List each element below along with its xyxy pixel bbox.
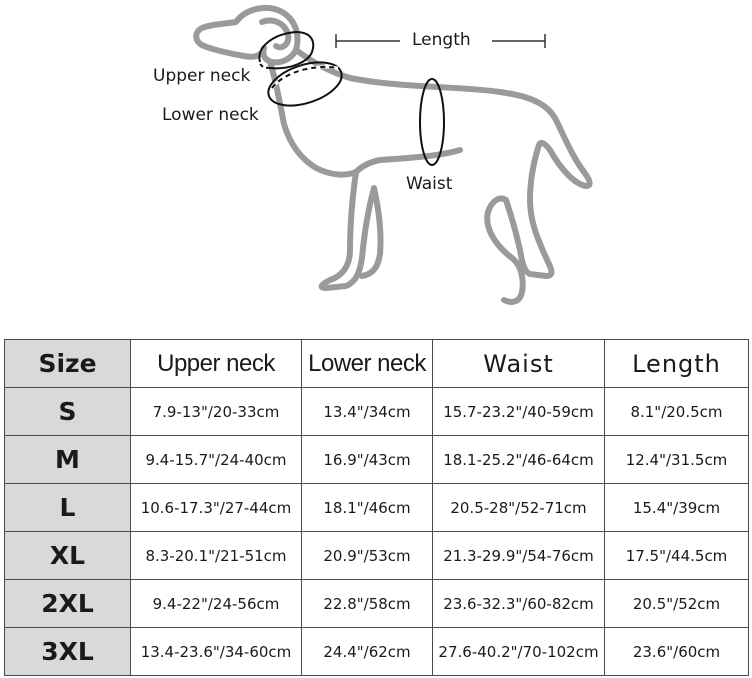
size-cell: 2XL (4, 579, 131, 628)
waist-cell: 15.7-23.2"/40-59cm (432, 387, 605, 436)
table-row: XL 8.3-20.1"/21-51cm 20.9"/53cm 21.3-29.… (4, 531, 749, 580)
length-cell: 8.1"/20.5cm (604, 387, 749, 436)
waist-cell: 18.1-25.2"/46-64cm (432, 435, 605, 484)
table-row: M 9.4-15.7"/24-40cm 16.9"/43cm 18.1-25.2… (4, 435, 749, 484)
lower-neck-label: Lower neck (162, 105, 259, 125)
size-cell: XL (4, 531, 131, 580)
table-row: L 10.6-17.3"/27-44cm 18.1"/46cm 20.5-28"… (4, 483, 749, 532)
length-cell: 17.5"/44.5cm (604, 531, 749, 580)
dog-front-leg-outline (318, 169, 384, 291)
dog-back-outline (293, 47, 593, 203)
upper-neck-cell: 7.9-13"/20-33cm (130, 387, 302, 436)
waist-cell: 27.6-40.2"/70-102cm (432, 627, 605, 676)
lower-neck-cell: 24.4"/62cm (301, 627, 433, 676)
table-header-row: Size Upper neck Lower neck Waist Length (4, 339, 749, 388)
dog-head-outline (193, 4, 301, 66)
size-cell: L (4, 483, 131, 532)
upper-neck-cell: 13.4-23.6"/34-60cm (130, 627, 302, 676)
dog-hind-leg-outline (484, 195, 555, 305)
upper-neck-label: Upper neck (153, 66, 251, 86)
waist-ring (419, 78, 445, 166)
dog-outline (193, 4, 593, 305)
table-row: 3XL 13.4-23.6"/34-60cm 24.4"/62cm 27.6-4… (4, 627, 749, 676)
upper-neck-cell: 10.6-17.3"/27-44cm (130, 483, 302, 532)
length-indicator (335, 34, 546, 48)
size-cell: 3XL (4, 627, 131, 676)
lower-neck-cell: 16.9"/43cm (301, 435, 433, 484)
waist-label: Waist (406, 174, 453, 194)
table-row: S 7.9-13"/20-33cm 13.4"/34cm 15.7-23.2"/… (4, 387, 749, 436)
waist-cell: 21.3-29.9"/54-76cm (432, 531, 605, 580)
length-cell: 15.4"/39cm (604, 483, 749, 532)
length-label: Length (412, 30, 471, 50)
size-cell: M (4, 435, 131, 484)
length-cell: 12.4"/31.5cm (604, 435, 749, 484)
upper-neck-ring (258, 30, 315, 70)
upper-neck-cell: 9.4-22"/24-56cm (130, 579, 302, 628)
size-chart-table: Size Upper neck Lower neck Waist Length … (4, 339, 749, 676)
waist-cell: 20.5-28"/52-71cm (432, 483, 605, 532)
dog-chest-outline (267, 59, 359, 178)
length-cell: 20.5"/52cm (604, 579, 749, 628)
header-lower-neck: Lower neck (301, 339, 433, 388)
length-cell: 23.6"/60cm (604, 627, 749, 676)
upper-neck-cell: 8.3-20.1"/21-51cm (130, 531, 302, 580)
lower-neck-cell: 20.9"/53cm (301, 531, 433, 580)
dog-belly-outline (353, 147, 463, 175)
header-size: Size (4, 339, 131, 388)
table-row: 2XL 9.4-22"/24-56cm 22.8"/58cm 23.6-32.3… (4, 579, 749, 628)
header-length: Length (604, 339, 749, 388)
upper-neck-cell: 9.4-15.7"/24-40cm (130, 435, 302, 484)
lower-neck-ring (267, 61, 343, 107)
size-cell: S (4, 387, 131, 436)
dog-silhouette-svg (193, 4, 593, 305)
header-waist: Waist (432, 339, 605, 388)
header-upper-neck: Upper neck (130, 339, 302, 388)
lower-neck-cell: 13.4"/34cm (301, 387, 433, 436)
dog-measurement-diagram: Length Upper neck Lower neck Waist (0, 0, 752, 320)
waist-cell: 23.6-32.3"/60-82cm (432, 579, 605, 628)
lower-neck-cell: 18.1"/46cm (301, 483, 433, 532)
lower-neck-cell: 22.8"/58cm (301, 579, 433, 628)
